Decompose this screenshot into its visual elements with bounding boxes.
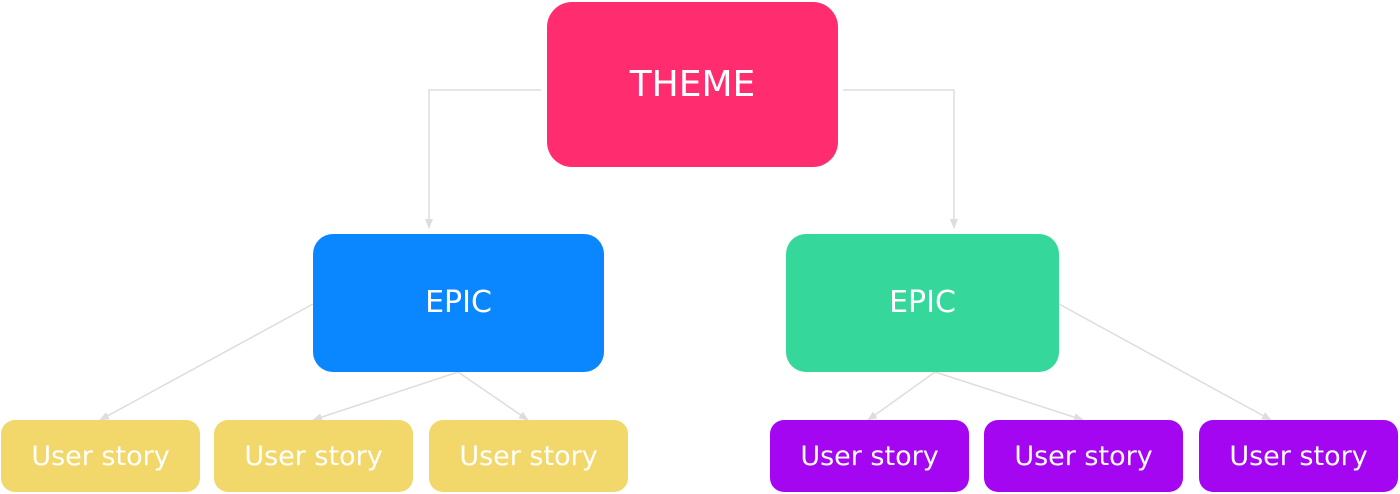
epic-right-to-story-1-connector bbox=[867, 371, 936, 421]
user-story-node-3: User story bbox=[429, 420, 628, 492]
theme-label: THEME bbox=[629, 63, 756, 105]
epic-label-left: EPIC bbox=[425, 285, 492, 320]
user-story-node-1: User story bbox=[1, 420, 200, 492]
epic-left-to-story-3-connector bbox=[457, 371, 529, 421]
theme-to-epic-right-connector bbox=[843, 89, 958, 229]
epic-node-right: EPIC bbox=[786, 234, 1059, 372]
epic-left-to-story-1-connector bbox=[99, 303, 314, 421]
theme-to-epic-left-connector bbox=[425, 89, 541, 229]
user-story-label-6: User story bbox=[1229, 440, 1368, 472]
theme-node: THEME bbox=[547, 2, 838, 167]
epic-right-to-story-2-connector bbox=[934, 371, 1084, 422]
user-story-node-5: User story bbox=[984, 420, 1183, 492]
user-story-label-4: User story bbox=[800, 440, 939, 472]
user-story-label-1: User story bbox=[31, 440, 170, 472]
user-story-node-2: User story bbox=[214, 420, 413, 492]
epic-label-right: EPIC bbox=[889, 285, 956, 320]
user-story-label-3: User story bbox=[459, 440, 598, 472]
user-story-node-4: User story bbox=[770, 420, 969, 492]
epic-node-left: EPIC bbox=[313, 234, 604, 372]
user-story-node-6: User story bbox=[1199, 420, 1398, 492]
epic-right-to-story-3-connector bbox=[1058, 303, 1272, 421]
epic-left-to-story-2-connector bbox=[312, 371, 459, 421]
user-story-label-5: User story bbox=[1014, 440, 1153, 472]
user-story-label-2: User story bbox=[244, 440, 383, 472]
